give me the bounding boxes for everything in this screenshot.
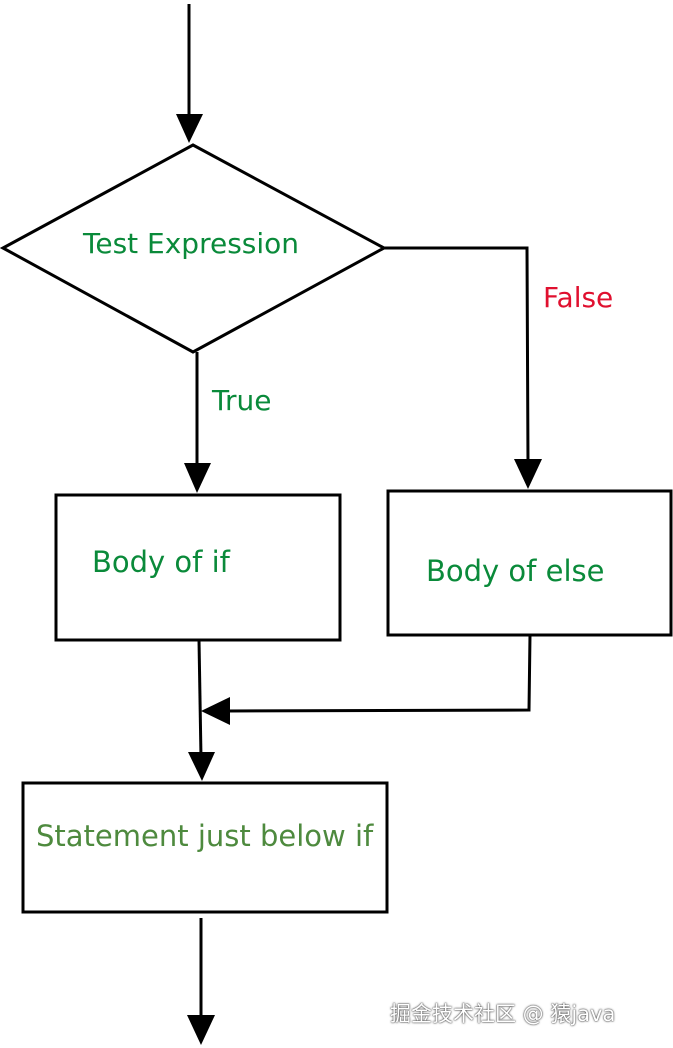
else-merge-connector: [225, 634, 532, 713]
if-merge-connector: [197, 639, 203, 759]
watermark: 掘金技术社区 @ 猿java: [390, 1002, 616, 1026]
false-branch-label: False: [543, 281, 614, 314]
decision-label: Test Expression: [83, 227, 300, 260]
statement-box: [21, 781, 389, 914]
merge-arrowhead: [201, 697, 230, 725]
exit-arrowhead: [187, 1015, 215, 1045]
if-body-label: Body of if: [92, 545, 230, 579]
true-branch-label: True: [212, 384, 272, 417]
else-body-label: Body of else: [426, 554, 605, 588]
false-connector: [384, 246, 530, 465]
statement-label: Statement just below if: [36, 819, 374, 853]
if-body-box: [54, 493, 342, 642]
entry-arrowhead: [176, 114, 203, 143]
decision-diamond: [0, 143, 388, 354]
true-arrowhead: [184, 463, 211, 493]
statement-arrowhead: [188, 752, 215, 781]
false-arrowhead: [514, 459, 542, 489]
